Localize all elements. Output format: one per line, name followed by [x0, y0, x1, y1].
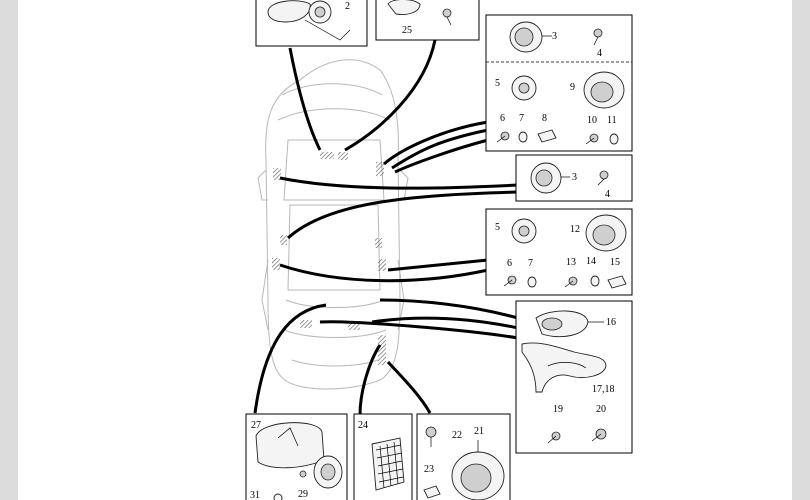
- callout-g-21: 21: [474, 426, 484, 437]
- callout-c-12: 12: [570, 224, 580, 235]
- callout-a-4: 4: [597, 48, 602, 59]
- callout-b-4: 4: [605, 189, 610, 200]
- callout-d-17-18: 17,18: [592, 384, 615, 395]
- callout-c-15: 15: [610, 257, 620, 268]
- speaker-location-parcel-l: [300, 320, 312, 328]
- speaker-location-front-center: [338, 152, 348, 160]
- speaker-location-door-fr: [376, 162, 384, 176]
- part-box-g: 22 21 23: [416, 413, 511, 500]
- part-box-2: 2: [255, 0, 368, 47]
- part-box-c: 5 12 6 7 13 14 15: [485, 208, 633, 296]
- part-box-f: 24: [353, 413, 413, 500]
- speaker-location-door-fl: [273, 168, 281, 180]
- callout-d-19: 19: [553, 404, 563, 415]
- speaker-location-front-left: [320, 152, 334, 159]
- speaker-location-parcel-r: [348, 322, 360, 330]
- callout-c-13: 13: [566, 257, 576, 268]
- part-box-e: 27 29 31: [245, 413, 348, 500]
- callout-a-8: 8: [542, 113, 547, 124]
- callout-c-5: 5: [495, 222, 500, 233]
- callout-b-3: 3: [572, 172, 577, 183]
- callout-a-7: 7: [519, 113, 524, 124]
- callout-d-20: 20: [596, 404, 606, 415]
- callout-a-5: 5: [495, 78, 500, 89]
- callout-e-31: 31: [250, 490, 260, 500]
- part-box-25: 25: [375, 0, 480, 41]
- part-box-d: 16 17,18 19 20: [515, 300, 633, 454]
- leader-lines: [253, 39, 519, 416]
- callout-d-16: 16: [606, 317, 616, 328]
- speaker-location-door-rr: [375, 238, 382, 248]
- speaker-location-rear-l: [272, 258, 280, 270]
- callout-c-14: 14: [586, 256, 596, 267]
- callout-e-27: 27: [251, 420, 261, 431]
- callout-a-9: 9: [570, 82, 575, 93]
- part-box-a: 3 4 5 9 6 7 8 10 11: [485, 14, 633, 152]
- speaker-location-rear-r: [378, 259, 386, 271]
- callout-g-23: 23: [424, 464, 434, 475]
- speaker-location-door-rl: [280, 235, 287, 245]
- callout-e-29: 29: [298, 489, 308, 500]
- callout-a-10: 10: [587, 115, 597, 126]
- callout-f-24: 24: [358, 420, 368, 431]
- callout-a-11: 11: [607, 115, 617, 126]
- callout-a-3: 3: [552, 31, 557, 42]
- car-outline: [257, 59, 409, 390]
- callout-2: 2: [345, 1, 350, 12]
- speaker-location-sub: [378, 335, 386, 365]
- callout-c-6: 6: [507, 258, 512, 269]
- part-box-b: 3 4: [515, 154, 633, 202]
- callout-25: 25: [402, 25, 412, 36]
- callout-g-22: 22: [452, 430, 462, 441]
- callout-a-6: 6: [500, 113, 505, 124]
- callout-c-7: 7: [528, 258, 533, 269]
